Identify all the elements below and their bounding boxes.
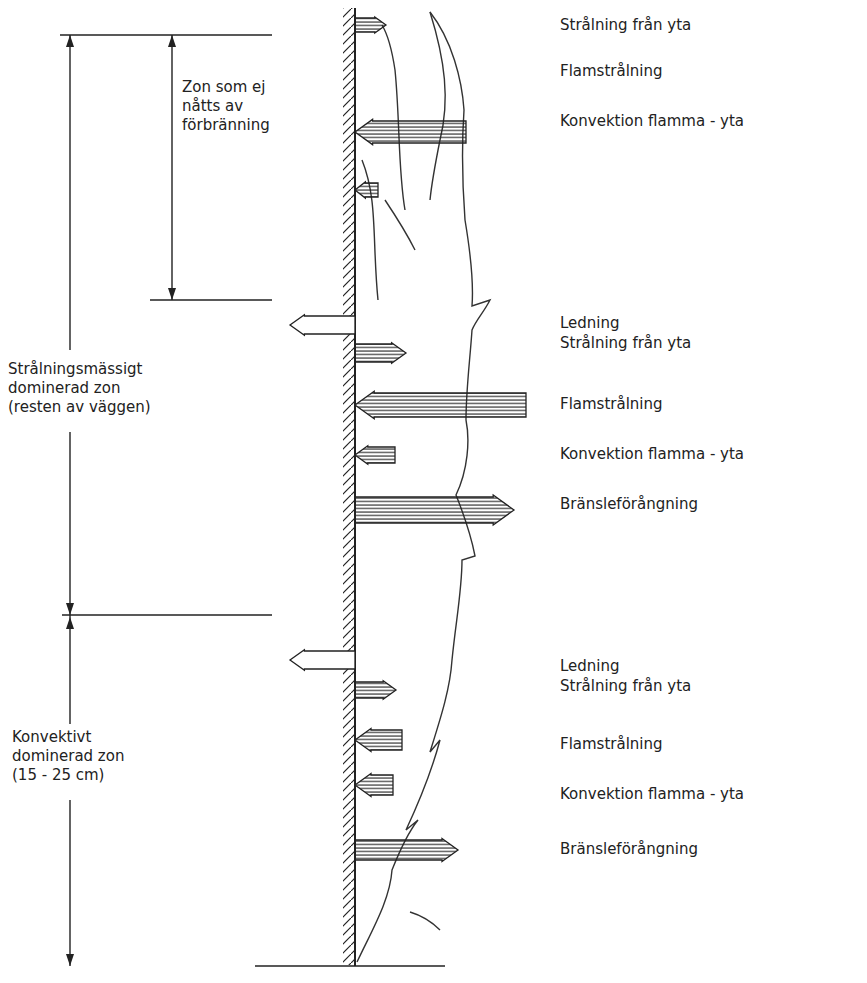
heat-flux-arrow — [290, 315, 355, 336]
zone-dimension-lines — [60, 35, 272, 966]
dimension-arrowheads — [66, 35, 176, 966]
heat-flux-arrow — [290, 650, 355, 671]
wall-surface — [354, 8, 356, 966]
heat-flux-label: Flamstrålning — [560, 395, 663, 414]
wall-hatching — [343, 8, 355, 965]
heat-flux-label: Konvektion flamma - yta — [560, 445, 744, 464]
heat-flux-label: Strålning från yta — [560, 16, 691, 35]
heat-flux-label: Strålning från yta — [560, 677, 691, 696]
heat-flux-arrow — [355, 119, 466, 144]
heat-flux-label: Strålning från yta — [560, 334, 691, 353]
heat-flux-arrow — [355, 729, 402, 752]
heat-flux-label: Ledning — [560, 657, 620, 676]
heat-flux-label: Bränsleförångning — [560, 840, 698, 859]
zone-label: Strålningsmässigt dominerad zon (resten … — [8, 360, 166, 417]
flame-outline — [357, 12, 490, 962]
zone-label: Zon som ej nåtts av förbränning — [182, 78, 282, 135]
zone-label: Konvektivt dominerad zon (15 - 25 cm) — [12, 728, 134, 785]
floor-line — [255, 965, 445, 967]
heat-flux-arrow — [355, 495, 514, 525]
heat-flux-arrow — [355, 839, 458, 862]
heat-flux-arrow — [355, 17, 386, 33]
heat-flux-label: Ledning — [560, 314, 620, 333]
heat-flux-label: Konvektion flamma - yta — [560, 112, 744, 131]
heat-flux-label: Flamstrålning — [560, 62, 663, 81]
heat-flux-arrow — [355, 182, 378, 198]
heat-flux-label: Konvektion flamma - yta — [560, 785, 744, 804]
heat-flux-arrow — [355, 391, 526, 419]
heat-flux-label: Bränsleförångning — [560, 495, 698, 514]
heat-flux-arrow — [355, 774, 393, 797]
heat-flux-label: Flamstrålning — [560, 735, 663, 754]
heat-flux-arrow — [355, 446, 395, 464]
heat-flux-arrow — [355, 343, 406, 364]
heat-flux-arrow — [355, 681, 396, 699]
